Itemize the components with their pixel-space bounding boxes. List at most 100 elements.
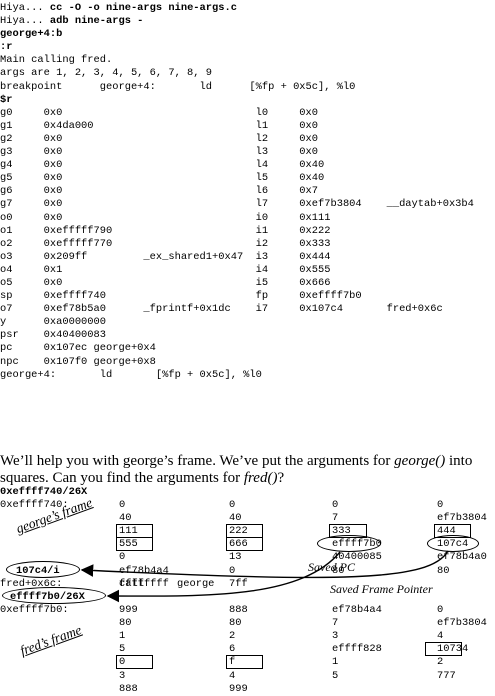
george-memory-word: 0 bbox=[119, 499, 126, 511]
pointer-arrows bbox=[80, 550, 449, 603]
fred-memory-word: 0 bbox=[119, 656, 126, 669]
george-memory-word: 0 bbox=[437, 499, 444, 511]
debugger-output-line: npc 0x107f0 george+0x8 bbox=[0, 355, 156, 368]
debugger-output-line: breakpoint george+4: ld [%fp + 0x5c], %l… bbox=[0, 80, 356, 93]
disasm-command-ellipse bbox=[6, 561, 80, 578]
debugger-output-line: g3 0x0 l3 0x0 bbox=[0, 146, 319, 159]
fred-memory-word: 999 bbox=[119, 604, 138, 616]
debugger-output-line: y 0xa0000000 bbox=[0, 316, 107, 329]
fred-memory-word: 2 bbox=[437, 656, 444, 669]
fred-memory-word: 1 bbox=[119, 630, 126, 643]
debugger-output-line: sp 0xeffff740 fp 0xeffff7b0 bbox=[0, 290, 362, 303]
fred-memory-word: 2 bbox=[229, 630, 236, 643]
fred-memory-word: 80 bbox=[119, 617, 132, 630]
fred-memory-word: 999 bbox=[229, 682, 248, 695]
dump-address-fred: 0xeffff7b0: bbox=[0, 604, 69, 616]
george-memory-word: ef78b4a0 bbox=[437, 551, 487, 564]
debugger-command-line: :r bbox=[0, 41, 13, 54]
disasm-target: george bbox=[177, 578, 215, 590]
debugger-output-line: pc 0x107ec george+0x4 bbox=[0, 342, 156, 355]
paragraph-text: ? bbox=[277, 470, 285, 486]
arg-box-555 bbox=[116, 537, 153, 551]
george-memory-word: 7 bbox=[332, 512, 339, 525]
saved-fp-ellipse bbox=[317, 535, 381, 552]
george-function-name: george() bbox=[394, 453, 446, 469]
george-memory-word: 111 bbox=[119, 525, 138, 538]
fred-dump-command-ellipse bbox=[2, 587, 106, 604]
saved-fp-arrow bbox=[106, 551, 341, 603]
fred-memory-word: 7 bbox=[332, 617, 339, 630]
saved-pc-arrow bbox=[80, 550, 449, 579]
shell-command-line: Hiya... adb nine-args - bbox=[0, 15, 474, 28]
fred-memory-word: 4 bbox=[437, 630, 444, 643]
debugger-output-line: g2 0x0 l2 0x0 bbox=[0, 132, 319, 145]
debugger-output-line: o7 0xef78b5a0 _fprintf+0x1dc i7 0x107c4 … bbox=[0, 303, 443, 316]
george-memory-word: 222 bbox=[229, 525, 248, 538]
fred-memory-word: 1 bbox=[332, 656, 339, 669]
explanation-paragraph: We’ll help you with george’s frame. We’v… bbox=[0, 453, 495, 487]
debugger-output-line: g6 0x0 l6 0x7 bbox=[0, 185, 319, 198]
debugger-output-line: george+4: ld [%fp + 0x5c], %l0 bbox=[0, 368, 262, 381]
fred-memory-word: 0 bbox=[437, 604, 444, 616]
fred-memory-word: 6 bbox=[229, 643, 236, 656]
arg-box-777 bbox=[425, 642, 462, 656]
arg-box-888 bbox=[116, 655, 153, 669]
george-memory-word: 40400085 bbox=[332, 551, 382, 564]
george-memory-word: 0 bbox=[332, 499, 339, 511]
debugger-output-line: o0 0x0 i0 0x111 bbox=[0, 211, 331, 224]
george-memory-word: 666 bbox=[229, 538, 248, 551]
debugger-output-line: g1 0x4da000 l1 0x0 bbox=[0, 119, 319, 132]
debugger-output-line: args are 1, 2, 3, 4, 5, 6, 7, 8, 9 bbox=[0, 67, 213, 80]
george-memory-word: 0 bbox=[119, 551, 126, 564]
fred-function-name: fred() bbox=[243, 470, 278, 486]
fred-memory-word: ef7b3804 bbox=[437, 617, 487, 630]
george-memory-word: 0 bbox=[229, 499, 236, 511]
george-memory-word: 80 bbox=[332, 564, 345, 577]
debugger-output-line: o3 0x209ff _ex_shared1+0x47 i3 0x444 bbox=[0, 250, 331, 263]
debugger-output-line: g5 0x0 l5 0x40 bbox=[0, 172, 325, 185]
george-memory-word: 555 bbox=[119, 538, 138, 551]
shell-prompt: Hiya... bbox=[0, 2, 50, 14]
paragraph-text: We’ll help you with george’s frame. We’v… bbox=[0, 453, 395, 469]
fred-memory-word: 10734 bbox=[437, 643, 469, 656]
dump-address-george: 0xeffff740: bbox=[0, 499, 69, 511]
fred-memory-word: f bbox=[229, 656, 236, 669]
debugger-output-line: o5 0x0 i5 0x666 bbox=[0, 276, 331, 289]
saved-pc-label: Saved PC bbox=[308, 560, 355, 574]
saved-frame-pointer-label: Saved Frame Pointer bbox=[330, 582, 433, 596]
debugger-output-line: psr 0x40400083 bbox=[0, 329, 107, 342]
debugger-output-line: g7 0x0 l7 0xef7b3804 __daytab+0x3b4 bbox=[0, 198, 474, 211]
arg-box-999 bbox=[226, 655, 263, 669]
debugger-command-line: george+4:b bbox=[0, 28, 63, 41]
fred-memory-word: ef78b4a4 bbox=[332, 604, 382, 616]
disasm-instruction: call bbox=[119, 578, 144, 590]
arg-box-666 bbox=[226, 537, 263, 551]
debugger-command-line: $r bbox=[0, 93, 13, 106]
george-memory-word: 40 bbox=[229, 512, 242, 525]
george-memory-word: 7ff bbox=[229, 577, 248, 590]
george-memory-word: 80 bbox=[437, 564, 450, 577]
fred-memory-word: 3 bbox=[332, 630, 339, 643]
shell-command: adb nine-args - bbox=[49, 15, 144, 28]
george-memory-word: ffffffff bbox=[119, 577, 169, 590]
debugger-output-line: g4 0x0 l4 0x40 bbox=[0, 159, 325, 172]
george-memory-word: ef7b3804 bbox=[437, 512, 487, 525]
shell-command-line: Hiya... cc -O -o nine-args nine-args.c bbox=[0, 2, 474, 15]
george-memory-word: 0 bbox=[229, 564, 236, 577]
fred-memory-word: 5 bbox=[119, 643, 126, 656]
fred-memory-word: 80 bbox=[229, 617, 242, 630]
debugger-output-line: o2 0xefffff770 i2 0x333 bbox=[0, 237, 331, 250]
george-memory-word: 13 bbox=[229, 551, 242, 564]
fred-memory-word: effff828 bbox=[332, 643, 382, 656]
paragraph-text: into squares. Can you find the arguments… bbox=[0, 453, 473, 486]
shell-prompt: Hiya... bbox=[0, 15, 50, 28]
saved-pc-ellipse bbox=[427, 535, 479, 552]
fred-memory-word: 888 bbox=[229, 604, 248, 616]
george-memory-word: 40 bbox=[119, 512, 132, 525]
debugger-output-line: Main calling fred. bbox=[0, 54, 113, 67]
debugger-output-line: g0 0x0 l0 0x0 bbox=[0, 106, 319, 119]
debugger-output-line: o1 0xefffff790 i1 0x222 bbox=[0, 224, 331, 237]
fred-memory-word: 888 bbox=[119, 682, 138, 695]
shell-command: cc -O -o nine-args nine-args.c bbox=[49, 2, 237, 14]
